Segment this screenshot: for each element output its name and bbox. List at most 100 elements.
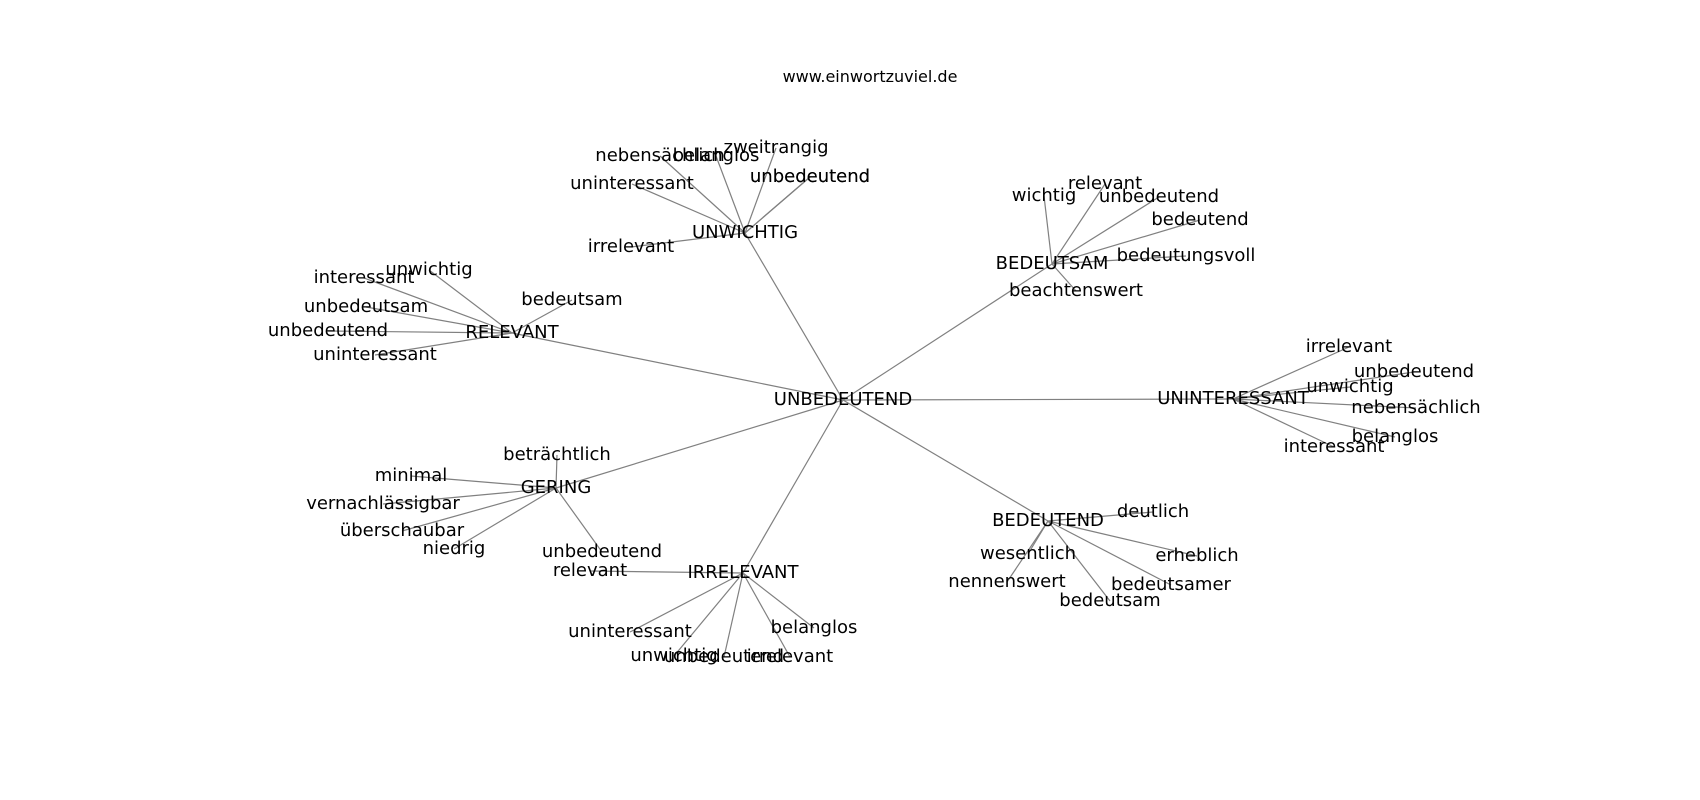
edge-unwichtig-leaf <box>659 155 746 234</box>
leaf-node-label: bedeutsam <box>521 289 622 310</box>
leaf-node-label: unbedeutend <box>268 320 388 341</box>
edge-uninteressant-leaf <box>1232 398 1335 448</box>
edge-unwichtig-leaf <box>631 183 746 234</box>
edge-irrelevant-leaf <box>723 572 744 658</box>
leaf-node-label: nebensächlich <box>1351 397 1480 418</box>
edge-center-irrelevant <box>742 399 844 574</box>
leaf-node-label: nebensächlich <box>595 145 724 166</box>
leaf-node-label: bedeutsam <box>1059 590 1160 611</box>
leaf-node-label: wichtig <box>1012 185 1077 206</box>
edge-bedeutsam-leaf <box>1051 196 1160 265</box>
edge-irrelevant-leaf <box>742 572 815 629</box>
leaf-node-label: unbedeutend <box>664 646 784 667</box>
hub-node-bedeutend: BEDEUTEND <box>992 510 1104 531</box>
hub-node-unwichtig: UNWICHTIG <box>692 222 798 243</box>
edge-gering-leaf <box>401 487 557 532</box>
edge-irrelevant-leaf <box>742 572 791 658</box>
edge-unwichtig-leaf <box>744 176 811 234</box>
leaf-node-label: relevant <box>1068 173 1142 194</box>
edge-bedeutsam-leaf <box>1051 183 1106 265</box>
edge-bedeutsam-leaf <box>1051 219 1201 265</box>
edge-unwichtig-leaf <box>630 232 746 248</box>
edge-gering-leaf <box>382 487 557 505</box>
leaf-node-label: unbedeutend <box>542 541 662 562</box>
leaf-node-label: unwichtig <box>630 645 717 666</box>
leaf-node-label: interessant <box>314 267 415 288</box>
hub-node-relevant: RELEVANT <box>465 322 559 343</box>
leaf-node-label: erheblich <box>1155 545 1238 566</box>
leaf-node-label: beträchtlich <box>503 444 611 465</box>
leaf-node-label: deutlich <box>1117 501 1189 522</box>
edge-gering-leaf <box>555 454 558 489</box>
edges <box>327 147 1417 658</box>
edge-uninteressant-leaf <box>1232 386 1351 400</box>
edge-bedeutsam-leaf <box>1051 263 1077 292</box>
edge-relevant-leaf <box>374 332 513 356</box>
edge-unwichtig-leaf <box>715 155 746 234</box>
leaf-node-label: minimal <box>375 465 448 486</box>
edge-bedeutend-leaf <box>1006 520 1049 583</box>
leaf-node-label: irrelevant <box>747 646 833 667</box>
leaf-node-label: unbedeutend <box>1354 361 1474 382</box>
hub-node-bedeutsam: BEDEUTSAM <box>996 253 1109 274</box>
edge-uninteressant-leaf <box>1232 398 1417 409</box>
edge-center-uninteressant <box>842 398 1234 401</box>
edge-relevant-leaf <box>363 277 513 334</box>
hub-node-irrelevant: IRRELEVANT <box>687 562 799 583</box>
edge-center-bedeutsam <box>842 263 1053 401</box>
leaf-node-label: uninteressant <box>570 173 694 194</box>
edge-bedeutsam-leaf <box>1043 195 1053 265</box>
leaf-node-label: unwichtig <box>385 259 472 280</box>
leaf-node-label: uninteressant <box>313 344 437 365</box>
edge-bedeutend-leaf <box>1047 520 1111 602</box>
hub-node-gering: GERING <box>521 477 592 498</box>
leaf-node-label: irrelevant <box>588 236 674 257</box>
leaf-node-label: belanglos <box>673 145 760 166</box>
edge-uninteressant-leaf <box>1232 398 1396 438</box>
leaf-node-label: unbedeutend <box>750 166 870 187</box>
leaf-node-label: zweitrangig <box>724 137 829 158</box>
edge-uninteressant-leaf <box>1232 371 1415 400</box>
edge-relevant-leaf <box>511 299 573 334</box>
hub-node-uninteressant: UNINTERESSANT <box>1157 388 1310 409</box>
edge-gering-leaf <box>555 487 603 553</box>
edge-center-unwichtig <box>744 232 844 401</box>
leaf-node-label: unwichtig <box>1306 376 1393 397</box>
edge-irrelevant-leaf <box>589 570 744 574</box>
leaf-node-label: unbedeutend <box>750 166 870 187</box>
leaf-node-label: überschaubar <box>340 520 465 541</box>
leaf-node-label: uninteressant <box>568 621 692 642</box>
leaf-node-label: bedeutend <box>1151 209 1248 230</box>
labels: UNBEDEUTENDUNWICHTIGnebensächlichbelangl… <box>268 137 1481 667</box>
edge-relevant-leaf <box>428 269 513 334</box>
leaf-node-label: relevant <box>553 560 627 581</box>
leaf-node-label: bedeutungsvoll <box>1117 245 1256 266</box>
edge-relevant-leaf <box>365 306 513 334</box>
edge-gering-leaf <box>410 475 557 489</box>
leaf-node-label: irrelevant <box>1306 336 1392 357</box>
leaf-node-label: niedrig <box>423 538 486 559</box>
site-title: www.einwortzuviel.de <box>783 67 958 86</box>
edge-relevant-leaf <box>327 330 513 334</box>
leaf-node-label: unbedeutend <box>1099 186 1219 207</box>
leaf-node-label: nennenswert <box>948 571 1065 592</box>
edge-bedeutend-leaf <box>1047 520 1198 557</box>
edge-center-gering <box>555 399 844 489</box>
edge-irrelevant-leaf <box>673 572 744 657</box>
edge-unwichtig-leaf <box>744 147 777 234</box>
edge-irrelevant-leaf <box>629 572 744 633</box>
edge-gering-leaf <box>453 487 557 550</box>
leaf-node-label: interessant <box>1284 436 1385 457</box>
center-node-label: UNBEDEUTEND <box>774 389 912 410</box>
leaf-node-label: bedeutsamer <box>1111 574 1231 595</box>
leaf-node-label: wesentlich <box>980 543 1076 564</box>
edge-bedeutend-leaf <box>1047 520 1172 586</box>
leaf-node-label: belanglos <box>1352 426 1439 447</box>
edge-center-relevant <box>511 332 844 401</box>
leaf-node-label: belanglos <box>771 617 858 638</box>
edge-bedeutsam-leaf <box>1051 255 1187 265</box>
edge-uninteressant-leaf <box>1232 346 1350 400</box>
leaf-node-label: vernachlässigbar <box>306 493 460 514</box>
edge-center-bedeutend <box>842 399 1049 522</box>
